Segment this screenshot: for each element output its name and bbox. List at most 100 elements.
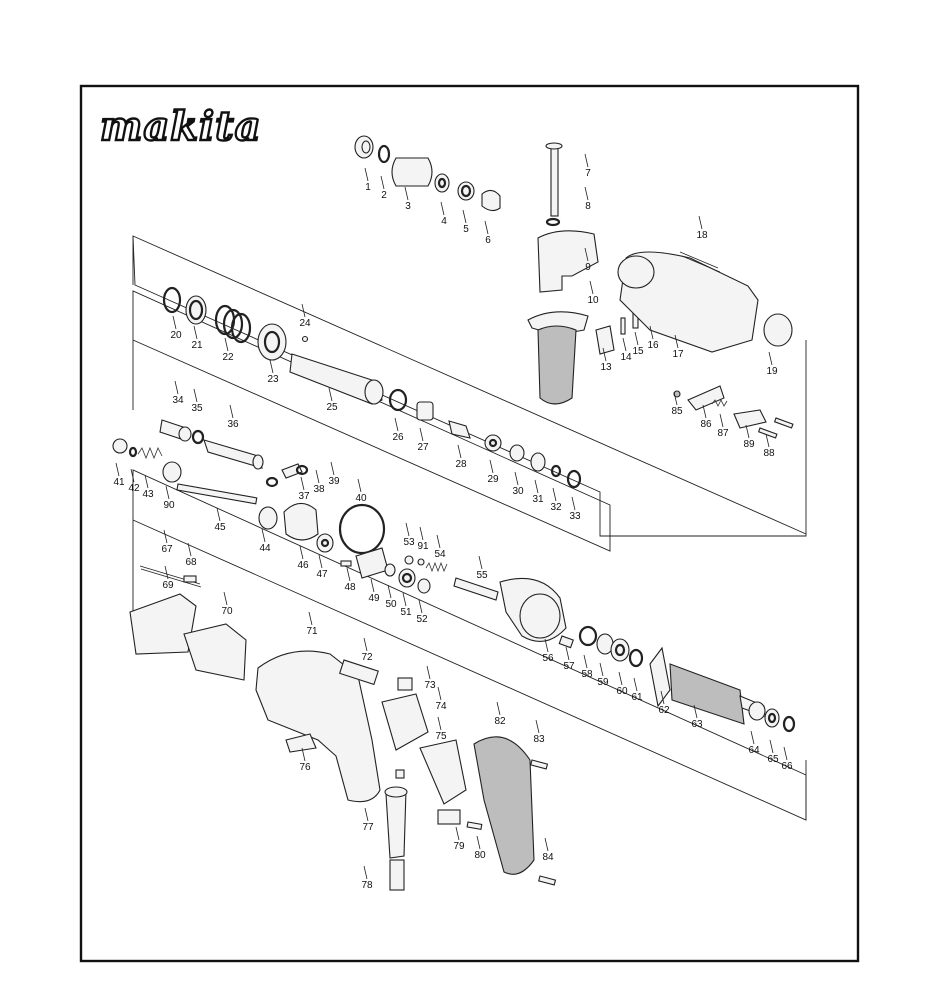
callout-36: 36 [227, 404, 239, 430]
callout-number: 14 [620, 352, 632, 363]
callout-69: 69 [162, 565, 174, 591]
callout-23: 23 [267, 359, 279, 385]
callout-86: 86 [700, 404, 712, 430]
callout-67: 67 [161, 529, 173, 555]
callout-number: 84 [542, 852, 554, 863]
callout-number: 53 [403, 537, 415, 548]
callout-9: 9 [584, 247, 591, 273]
callout-number: 70 [221, 606, 233, 617]
callout-30: 30 [512, 471, 524, 497]
callout-58: 58 [581, 654, 593, 680]
callout-number: 89 [743, 439, 755, 450]
callout-78: 78 [361, 865, 373, 891]
callout-number: 37 [298, 491, 310, 502]
callout-number: 62 [658, 705, 670, 716]
callout-91: 91 [417, 526, 429, 552]
callout-number: 26 [392, 432, 404, 443]
callout-number: 13 [600, 362, 612, 373]
callout-63: 63 [691, 704, 703, 730]
callout-75: 75 [435, 716, 447, 742]
callout-number: 39 [328, 476, 340, 487]
callout-number: 16 [647, 340, 659, 351]
gear-housing-parts [595, 251, 793, 355]
callout-87: 87 [717, 413, 729, 439]
callout-8: 8 [584, 186, 591, 212]
callout-number: 30 [512, 486, 524, 497]
callout-15: 15 [632, 331, 644, 357]
callout-26: 26 [392, 417, 404, 443]
callout-number: 5 [463, 224, 469, 235]
callout-number: 72 [361, 652, 373, 663]
callout-number: 86 [700, 419, 712, 430]
callout-56: 56 [542, 638, 554, 664]
callout-25: 25 [326, 387, 338, 413]
callout-18: 18 [696, 215, 708, 241]
callout-number: 49 [368, 593, 380, 604]
callout-number: 74 [435, 701, 447, 712]
callout-64: 64 [748, 730, 760, 756]
callout-31: 31 [532, 479, 544, 505]
callout-85: 85 [671, 391, 683, 417]
callout-number: 40 [355, 493, 367, 504]
callout-number: 71 [306, 626, 318, 637]
callout-number: 57 [563, 661, 575, 672]
callout-number: 20 [170, 330, 182, 341]
callout-number: 38 [313, 484, 325, 495]
callout-17: 17 [672, 334, 684, 360]
callout-number: 43 [142, 489, 154, 500]
callout-number: 42 [128, 483, 140, 494]
callout-number: 29 [487, 474, 499, 485]
callout-1: 1 [364, 167, 371, 193]
callout-number: 87 [717, 428, 729, 439]
callout-number: 61 [631, 692, 643, 703]
front-cap-parts [354, 135, 501, 212]
callout-number: 83 [533, 734, 545, 745]
callout-number: 63 [691, 719, 703, 730]
callout-number: 41 [113, 477, 125, 488]
callout-61: 61 [631, 677, 643, 703]
callout-84: 84 [542, 837, 554, 863]
callout-number: 58 [581, 669, 593, 680]
callout-52: 52 [416, 599, 428, 625]
armature-parts [649, 646, 796, 733]
callout-number: 21 [191, 340, 203, 351]
callout-number: 85 [671, 406, 683, 417]
callout-number: 48 [344, 582, 356, 593]
callout-79: 79 [453, 826, 465, 852]
callout-51: 51 [400, 592, 412, 618]
callout-number: 36 [227, 419, 239, 430]
callout-number: 24 [299, 318, 311, 329]
callout-number: 18 [696, 230, 708, 241]
callout-number: 79 [453, 841, 465, 852]
callout-number: 64 [748, 745, 760, 756]
callout-number: 2 [381, 190, 387, 201]
callout-29: 29 [487, 459, 499, 485]
callout-45: 45 [214, 507, 226, 533]
callout-number: 55 [476, 570, 488, 581]
callout-number: 91 [417, 541, 429, 552]
callout-number: 65 [767, 754, 779, 765]
callout-10: 10 [587, 280, 599, 306]
callout-number: 6 [485, 235, 491, 246]
callout-4: 4 [440, 201, 447, 227]
callout-77: 77 [362, 807, 374, 833]
callout-number: 31 [532, 494, 544, 505]
callout-number: 33 [569, 511, 581, 522]
makita-logo: makita [99, 102, 262, 151]
callout-number: 15 [632, 346, 644, 357]
callout-number: 10 [587, 295, 599, 306]
depth-gauge-parts [673, 385, 794, 439]
callout-labels: 1234567891013141516171819202122232425262… [113, 153, 793, 891]
callout-44: 44 [259, 528, 271, 554]
side-handle-parts [527, 142, 599, 405]
callout-34: 34 [172, 380, 184, 406]
callout-13: 13 [600, 347, 612, 373]
callout-number: 51 [400, 607, 412, 618]
callout-66: 66 [781, 746, 793, 772]
piston-group-parts [112, 419, 386, 555]
callout-number: 90 [163, 500, 175, 511]
callout-54: 54 [434, 534, 446, 560]
callout-number: 78 [361, 880, 373, 891]
clutch-group-parts [340, 547, 644, 668]
callout-7: 7 [584, 153, 591, 179]
